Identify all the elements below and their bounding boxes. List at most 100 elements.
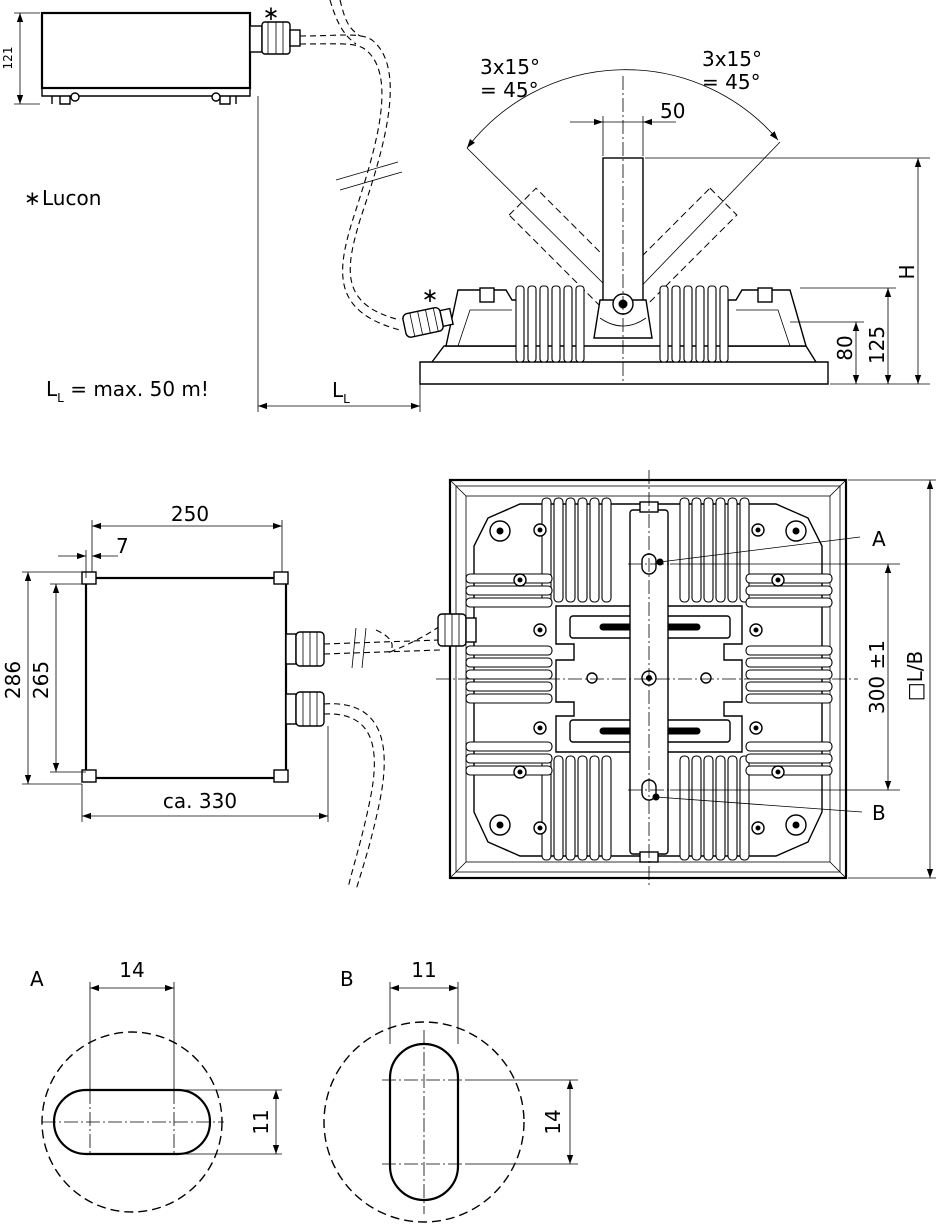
fin-top [679, 497, 690, 603]
fixing-screw-center [537, 825, 543, 831]
fin-top [553, 497, 564, 603]
legend-lucon: Lucon [42, 186, 101, 210]
fin-bottom [589, 755, 600, 861]
fin-bottom [679, 755, 690, 861]
gland-upper-base [285, 633, 297, 665]
fixture-connector [402, 306, 454, 338]
fin-top [703, 497, 714, 603]
fin [695, 285, 705, 363]
fin-left [465, 741, 553, 752]
fin-left [465, 765, 553, 776]
fin-right [745, 753, 833, 764]
fin-bottom [739, 755, 750, 861]
fin-right [745, 693, 833, 704]
dim-330-label: ca. 330 [163, 789, 237, 813]
angle-right-2: = 45° [702, 70, 761, 94]
fixture-star-marker: ∗ [422, 283, 439, 307]
mount-tab-tl [81, 571, 97, 585]
driver-screw [211, 92, 221, 102]
dim-250-label: 250 [171, 502, 209, 526]
fixing-screw-center [517, 769, 523, 775]
cable-upper [299, 34, 401, 321]
dim-80-label: 80 [833, 335, 857, 360]
fixing-screw-center [775, 769, 781, 775]
dim-265-label: 265 [29, 661, 53, 699]
driver-top-body [85, 577, 287, 779]
fin-top [565, 497, 576, 603]
fin-right [745, 681, 833, 692]
fin [707, 285, 717, 363]
fixture-base-plate [419, 361, 829, 385]
detail-b-title: B [340, 967, 354, 991]
detail-a-dim-h-label: 11 [249, 1109, 273, 1134]
fin-left [465, 669, 553, 680]
cable-lower [299, 43, 401, 331]
fin-left [465, 693, 553, 704]
fin-left [465, 681, 553, 692]
driver-screw [70, 92, 80, 102]
fin [671, 285, 681, 363]
fin [539, 285, 549, 363]
mount-tab-bl [81, 769, 97, 783]
leader-a [659, 536, 861, 563]
cable-break-1 [335, 161, 399, 181]
angle-left-2: = 45° [480, 78, 539, 102]
fixing-screw-center [537, 627, 543, 633]
detail-b-dim-w-label: 11 [411, 958, 436, 982]
fin-right [745, 765, 833, 776]
driver-top-outline [84, 576, 288, 780]
fin-bottom [715, 755, 726, 861]
fin-bottom [553, 755, 564, 861]
corner-screw-center [792, 821, 800, 829]
cable-coil [375, 625, 441, 654]
fin-right [745, 669, 833, 680]
swivel-ray-right [627, 141, 781, 301]
fin-left [465, 573, 553, 584]
driver-top-view: 250 7 286 265 ca. 330 [1, 502, 441, 891]
fixture-side-view: 3x15° = 45° 3x15° = 45° [402, 47, 930, 385]
cable-break-b [361, 627, 367, 669]
fin-top [715, 497, 726, 603]
dim-h-label: H [895, 264, 919, 279]
label-a: A [872, 527, 886, 551]
corner-screw-center [792, 527, 800, 535]
fixing-screw-center [753, 627, 759, 633]
connector-ribs [444, 614, 460, 646]
fin-right [745, 657, 833, 668]
fixing-screw-center [755, 527, 761, 533]
dim-125-label: 125 [865, 326, 889, 364]
note-l-sub: L [57, 391, 64, 405]
angle-left-1: 3x15° [480, 55, 540, 79]
ll-l: L [332, 378, 344, 402]
heatsink-fins [515, 285, 729, 363]
cable-top [339, 0, 361, 37]
fin-left [465, 645, 553, 656]
mount-tab-tr [273, 571, 289, 585]
corner-screw-center [496, 821, 504, 829]
fin-right [745, 597, 833, 608]
ll-dim-label: LL [332, 378, 350, 406]
mount-tab-br [273, 769, 289, 783]
fin [719, 285, 729, 363]
plate-screw [586, 672, 598, 684]
fin [515, 285, 525, 363]
swivel-ray-left [466, 147, 621, 301]
fin [551, 285, 561, 363]
cable-gland-base [249, 25, 263, 53]
fixing-screw-center [537, 725, 543, 731]
frame-miters [449, 479, 847, 879]
fin-bottom [727, 755, 738, 861]
gland-lower-base [285, 693, 297, 725]
fin-right [745, 585, 833, 596]
fin-bottom [691, 755, 702, 861]
housing-boss-left [479, 287, 495, 303]
driver-side-outline [40, 11, 252, 90]
gland-lower-ribs [302, 692, 318, 726]
leader-b [655, 796, 863, 813]
driver-mount-tabs [59, 96, 231, 105]
cable-break-2 [339, 171, 403, 191]
fin-top [691, 497, 702, 603]
fin-right [745, 573, 833, 584]
dim-50-label: 50 [660, 99, 685, 123]
cable-length-note: LL = max. 50 m! [46, 377, 209, 405]
